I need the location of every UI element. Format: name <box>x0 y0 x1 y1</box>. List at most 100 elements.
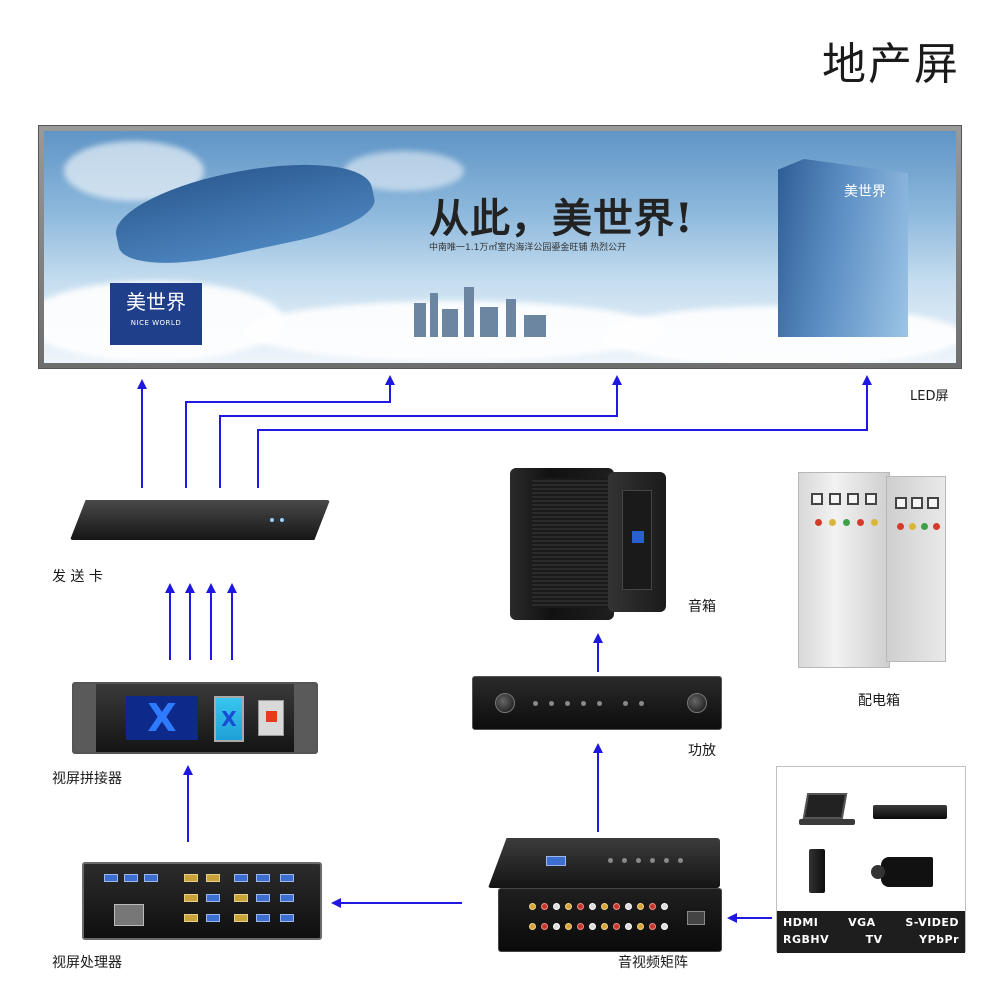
led-slogan: 从此，美世界! <box>429 195 694 242</box>
indicator-lamp <box>897 523 904 530</box>
rca-jack <box>565 903 572 910</box>
video-port <box>256 874 270 882</box>
rca-jack <box>541 923 548 930</box>
matrix-label: 音视频矩阵 <box>618 955 688 971</box>
matrix-device-bottom <box>498 888 722 952</box>
video-port <box>206 894 220 902</box>
indicator-light <box>280 518 284 522</box>
power-socket <box>687 911 705 925</box>
indicator-lamp <box>829 519 836 526</box>
rca-jack <box>613 903 620 910</box>
splicer-display: X <box>214 696 244 742</box>
button-dot <box>650 858 655 863</box>
video-port <box>206 874 220 882</box>
source-types: HDMI VGA S-VIDED RGBHV TV YPbPr <box>777 911 965 953</box>
building <box>442 309 458 337</box>
source-type: S-VIDED <box>905 916 959 929</box>
signal-sources-panel: HDMI VGA S-VIDED RGBHV TV YPbPr <box>776 766 966 953</box>
button-dot <box>622 858 627 863</box>
video-port <box>104 874 118 882</box>
video-port <box>256 914 270 922</box>
button-dot <box>639 701 644 706</box>
splicer-x-logo: X <box>126 696 198 740</box>
source-types-row-2: RGBHV TV YPbPr <box>783 931 959 948</box>
distribution-box-label: 配电箱 <box>858 693 900 709</box>
rca-jack <box>649 903 656 910</box>
video-port <box>234 914 248 922</box>
building <box>506 299 516 337</box>
speaker-label: 音箱 <box>688 599 716 615</box>
tower-logo: 美世界 <box>844 184 886 200</box>
video-port <box>144 874 158 882</box>
volume-knob-icon <box>687 693 707 713</box>
indicator-lamp <box>857 519 864 526</box>
button-dot <box>597 701 602 706</box>
indicator-lamp <box>815 519 822 526</box>
video-port <box>280 894 294 902</box>
matrix-display <box>546 856 566 866</box>
led-screen-label: LED屏 <box>910 389 949 404</box>
indicator-lamp <box>843 519 850 526</box>
matrix-device-top <box>488 838 720 888</box>
brand-logo-en: NICE WORLD <box>130 319 182 327</box>
processor-device <box>82 862 322 940</box>
video-camera-icon <box>871 857 933 887</box>
speaker-grill <box>532 478 608 608</box>
button-dot <box>608 858 613 863</box>
indicator-lamp <box>933 523 940 530</box>
laptop-icon <box>799 793 855 827</box>
arrow-sendcard-led-2 <box>185 375 395 488</box>
send-card-device <box>70 500 330 540</box>
rca-jack <box>601 903 608 910</box>
meter-icon <box>895 497 907 509</box>
video-port <box>124 874 138 882</box>
source-type: TV <box>865 933 883 946</box>
source-type: YPbPr <box>919 933 959 946</box>
video-port <box>256 894 270 902</box>
speaker-front <box>510 468 614 620</box>
button-dot <box>565 701 570 706</box>
amplifier-label: 功放 <box>688 743 716 759</box>
button-dot <box>581 701 586 706</box>
distribution-cabinet-right <box>886 476 946 662</box>
video-port <box>184 874 198 882</box>
building <box>464 287 474 337</box>
meter-icon <box>811 493 823 505</box>
rca-jack <box>625 923 632 930</box>
source-type: VGA <box>848 916 876 929</box>
rca-jack <box>577 903 584 910</box>
source-type: RGBHV <box>783 933 830 946</box>
source-types-row-1: HDMI VGA S-VIDED <box>783 914 959 931</box>
tower-image <box>778 159 908 337</box>
video-port <box>234 894 248 902</box>
source-type: HDMI <box>783 916 819 929</box>
rca-jack <box>553 903 560 910</box>
indicator-lamp <box>871 519 878 526</box>
rca-jack <box>637 923 644 930</box>
led-subtitle: 中南唯一1.1万㎡室内海洋公园鎏金旺铺 热烈公开 <box>429 243 627 253</box>
rca-jack <box>601 923 608 930</box>
rca-jack <box>661 923 668 930</box>
rca-jack <box>637 903 644 910</box>
video-port <box>234 874 248 882</box>
meter-icon <box>911 497 923 509</box>
processor-label: 视屏处理器 <box>52 955 122 971</box>
brand-logo-mark: 美世界 <box>126 290 186 314</box>
video-port <box>280 914 294 922</box>
meter-icon <box>847 493 859 505</box>
power-switch <box>258 700 284 736</box>
rca-jack <box>529 903 536 910</box>
splicer-label: 视屏拼接器 <box>52 771 122 787</box>
rca-jack <box>565 923 572 930</box>
button-dot <box>636 858 641 863</box>
rca-jack <box>661 903 668 910</box>
rca-jack <box>649 923 656 930</box>
button-dot <box>664 858 669 863</box>
building <box>414 303 426 337</box>
meter-icon <box>927 497 939 509</box>
dvd-player-icon <box>873 805 947 819</box>
send-card-label: 发 送 卡 <box>52 569 103 585</box>
rca-jack <box>613 923 620 930</box>
rca-jack <box>529 923 536 930</box>
indicator-light <box>270 518 274 522</box>
